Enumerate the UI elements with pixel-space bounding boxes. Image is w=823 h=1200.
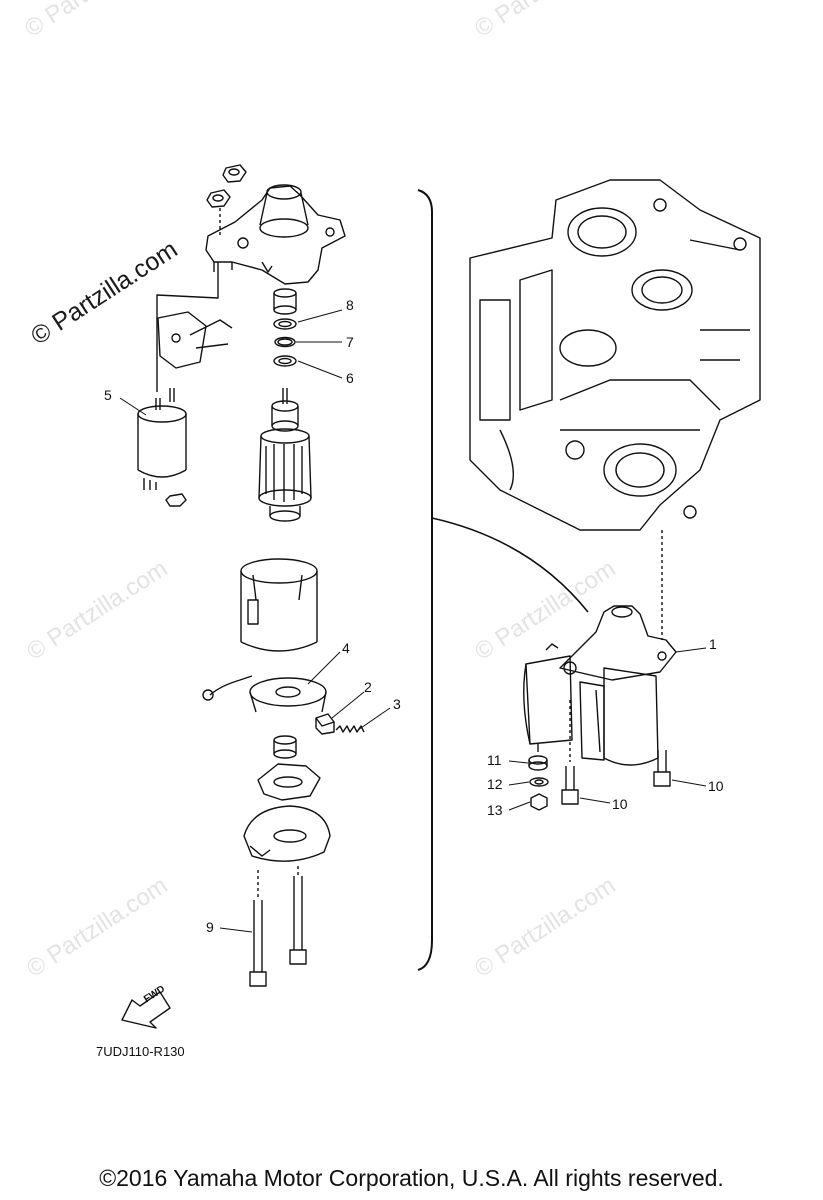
washer-8	[273, 318, 297, 330]
callout-8: 8	[346, 297, 354, 313]
callout-9: 9	[206, 919, 214, 935]
through-bolt	[249, 876, 307, 987]
bolt-10-middle	[561, 700, 579, 805]
callout-2: 2	[364, 679, 372, 695]
brush	[315, 713, 335, 735]
nut-13	[530, 793, 548, 811]
clamp	[157, 311, 233, 369]
end-cover	[243, 805, 331, 862]
engine-block	[469, 179, 761, 531]
callout-10-middle: 10	[612, 796, 628, 812]
nut-top	[206, 164, 247, 208]
spring	[335, 725, 365, 733]
copyright-notice: ©2016 Yamaha Motor Corporation, U.S.A. A…	[99, 1165, 724, 1191]
washer-12	[529, 777, 549, 787]
callout-12: 12	[487, 776, 503, 792]
callout-1: 1	[709, 636, 717, 652]
brush-holder	[202, 675, 327, 713]
front-cover	[205, 184, 346, 285]
diagram-code: 7UDJ110-R130	[96, 1044, 185, 1059]
washer-6	[273, 355, 297, 367]
callout-13: 13	[487, 802, 503, 818]
bracket	[417, 189, 433, 971]
leader-lines	[119, 309, 707, 933]
plate	[257, 763, 321, 801]
yoke	[240, 558, 318, 652]
bushing-2	[273, 735, 297, 759]
callout-4: 4	[342, 640, 350, 656]
clip-7	[274, 336, 296, 348]
starter-motor	[523, 605, 677, 766]
washer-11	[528, 744, 548, 771]
callout-5: 5	[104, 387, 112, 403]
callout-11: 11	[487, 752, 502, 768]
callout-7: 7	[346, 334, 354, 350]
bushing	[273, 288, 297, 315]
fwd-arrow-icon	[121, 991, 171, 1029]
callout-3: 3	[393, 696, 401, 712]
armature	[258, 388, 312, 522]
callout-10-right: 10	[708, 778, 724, 794]
callout-6: 6	[346, 370, 354, 386]
solenoid	[137, 388, 187, 507]
bolt-10-right	[653, 750, 671, 787]
